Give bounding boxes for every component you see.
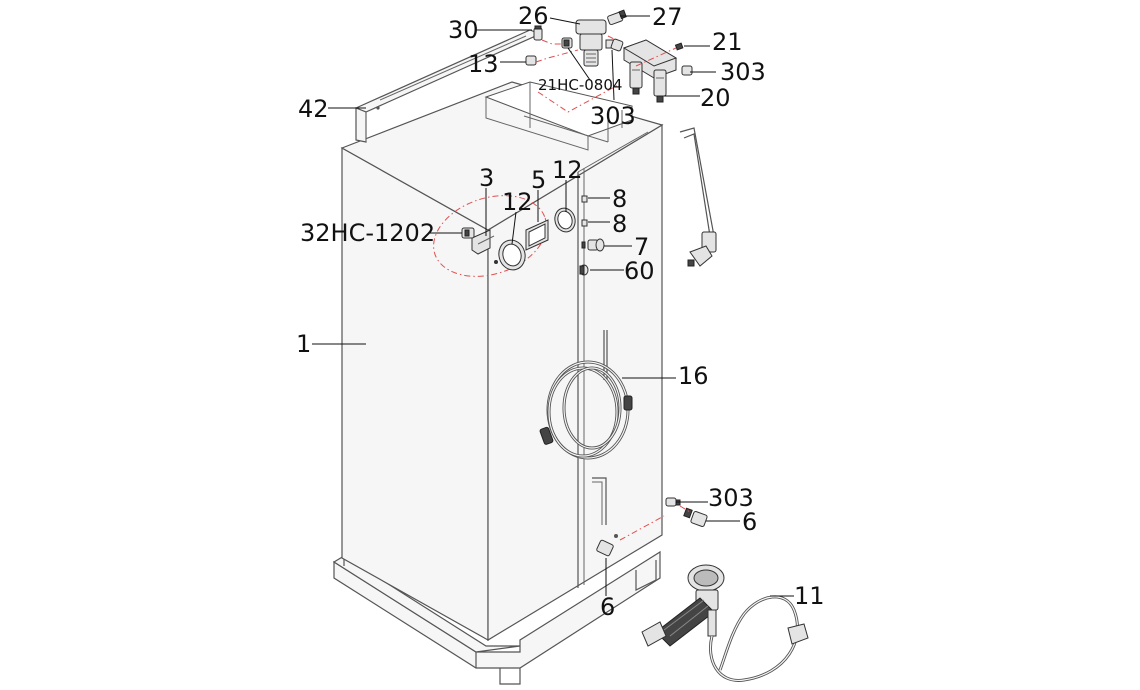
- display-5: [525, 219, 549, 251]
- elbow-303-top: [610, 38, 624, 52]
- label-16: 16: [678, 362, 709, 390]
- elbow-303-right: [681, 65, 693, 76]
- part-labels: 30 26 27 21 13 303 303 20 42 3 5 12 12 8…: [296, 2, 825, 621]
- label-303-top: 303: [590, 102, 636, 130]
- label-30: 30: [448, 16, 479, 44]
- label-1: 1: [296, 330, 311, 358]
- coupler-6-bottom: [596, 539, 614, 557]
- label-6-bottom: 6: [600, 593, 615, 621]
- gauge-12-right: [554, 207, 576, 233]
- label-12-right: 12: [552, 156, 583, 184]
- label-32HC-1202: 32HC-1202: [300, 219, 435, 247]
- valve-7: [581, 238, 605, 252]
- label-21: 21: [712, 28, 743, 56]
- fill-gun-11: [641, 564, 809, 682]
- fitting-27: [607, 9, 627, 26]
- label-42: 42: [298, 95, 329, 123]
- label-60: 60: [624, 257, 655, 285]
- label-11: 11: [794, 582, 825, 610]
- label-13: 13: [468, 50, 499, 78]
- label-8-upper: 8: [612, 185, 627, 213]
- pipe-wand: [679, 127, 717, 267]
- label-303-right: 303: [720, 58, 766, 86]
- label-8-lower: 8: [612, 210, 627, 238]
- cabinet-body: [340, 81, 664, 642]
- gauge-12-left: [494, 239, 526, 271]
- fitting-21HC-0804: [561, 37, 573, 49]
- label-20: 20: [700, 84, 731, 112]
- leader-lines: [312, 15, 794, 597]
- label-3: 3: [479, 164, 494, 192]
- coiled-hose-16: [539, 330, 633, 460]
- label-5: 5: [531, 166, 546, 194]
- fitting-21: [674, 42, 684, 51]
- side-fittings: [579, 195, 605, 276]
- coupling-32HC-1202: [461, 227, 475, 239]
- label-21HC-0804: 21HC-0804: [538, 76, 622, 94]
- lower-fittings: [592, 477, 708, 557]
- fitting-13: [525, 55, 537, 66]
- filter-unit-20: [622, 39, 678, 103]
- label-6-right: 6: [742, 508, 757, 536]
- label-27: 27: [652, 3, 683, 31]
- label-26: 26: [518, 2, 549, 30]
- label-7: 7: [634, 233, 649, 261]
- regulator-26: [575, 19, 615, 67]
- coupler-6-right: [683, 507, 708, 527]
- fitting-60: [579, 264, 589, 276]
- label-303-lower: 303: [708, 484, 754, 512]
- fitting-30: [533, 25, 543, 41]
- label-12-left: 12: [502, 188, 533, 216]
